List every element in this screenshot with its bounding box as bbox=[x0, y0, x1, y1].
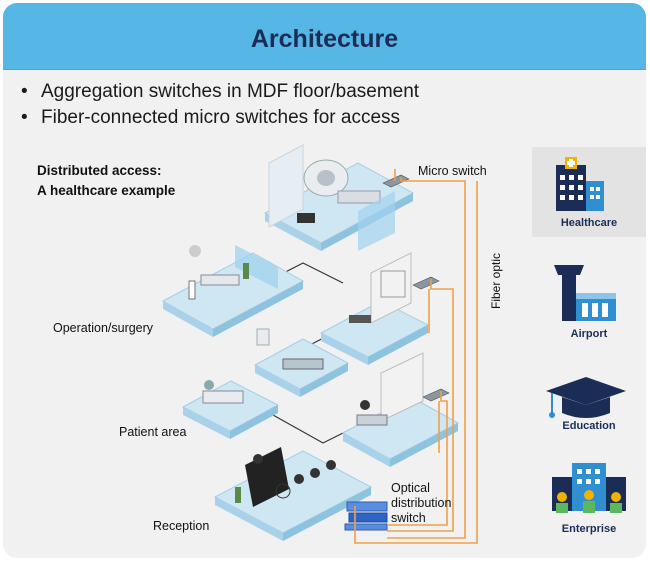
micro-switch bbox=[422, 388, 450, 402]
slide-title: Architecture bbox=[250, 25, 399, 53]
micro-switch-label: Micro switch bbox=[418, 164, 487, 178]
optical-switch-label: Optical distribution switch bbox=[391, 481, 451, 526]
optical-label-line: switch bbox=[391, 511, 426, 525]
diagram-subtitle: Distributed access: A healthcare example bbox=[37, 161, 175, 201]
fiber-optic-lines bbox=[354, 169, 478, 544]
reception-label: Reception bbox=[153, 519, 210, 533]
vertical-healthcare[interactable]: Healthcare bbox=[560, 217, 618, 229]
micro-switch bbox=[412, 276, 440, 290]
fiber-optic-label: Fiber optic bbox=[489, 252, 503, 309]
room-dental bbox=[341, 352, 460, 467]
hospital-icon bbox=[556, 157, 604, 211]
slide-card: Architecture Aggregation switches in MDF… bbox=[3, 3, 646, 558]
bullet-item: Fiber-connected micro switches for acces… bbox=[21, 105, 419, 131]
office-people-icon bbox=[552, 463, 626, 513]
vertical-enterprise[interactable]: Enterprise bbox=[561, 523, 617, 535]
micro-switches bbox=[382, 174, 450, 402]
header-bar: Architecture bbox=[3, 3, 646, 70]
vertical-education[interactable]: Education bbox=[562, 420, 616, 432]
graduation-cap-icon bbox=[546, 377, 626, 418]
room-patient-consult bbox=[319, 252, 430, 365]
optical-label-line: distribution bbox=[391, 496, 452, 510]
room-patient-bed bbox=[253, 328, 350, 397]
healthcare-network-diagram bbox=[161, 144, 478, 544]
room-operation bbox=[161, 245, 305, 337]
bullet-list: Aggregation switches in MDF floor/baseme… bbox=[21, 79, 419, 131]
patient-area-label: Patient area bbox=[119, 425, 187, 439]
optical-label-line: Optical bbox=[391, 481, 430, 495]
vertical-icons bbox=[546, 157, 626, 513]
operation-label: Operation/surgery bbox=[53, 321, 154, 335]
airport-tower-icon bbox=[554, 265, 616, 321]
room-reception bbox=[213, 447, 373, 541]
room-patient-area bbox=[181, 380, 280, 439]
optical-distribution-switch bbox=[344, 501, 388, 531]
bullet-item: Aggregation switches in MDF floor/baseme… bbox=[21, 79, 419, 105]
room-imaging bbox=[263, 144, 415, 251]
subtitle-line: Distributed access: bbox=[37, 163, 162, 178]
vertical-airport[interactable]: Airport bbox=[570, 328, 608, 340]
subtitle-line: A healthcare example bbox=[37, 183, 176, 198]
